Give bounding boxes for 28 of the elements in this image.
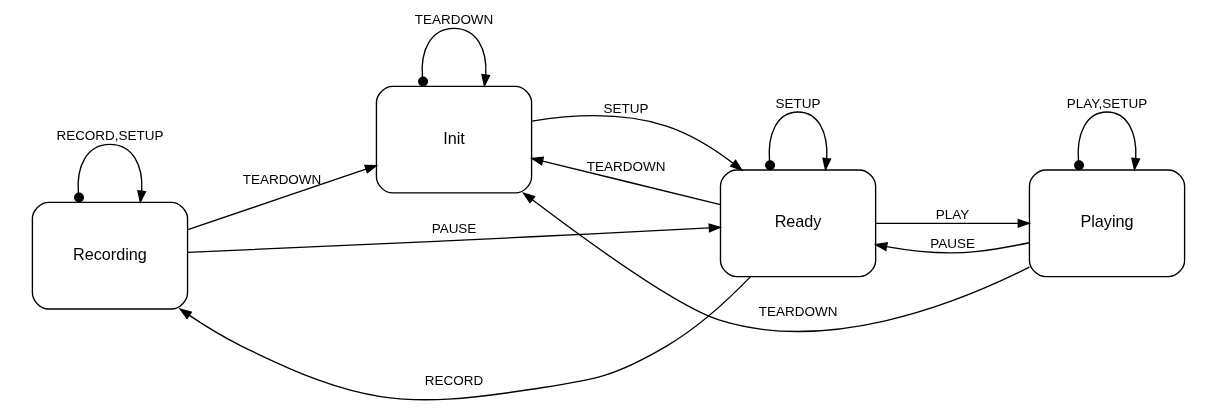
arrow: [417, 27, 490, 88]
arrow: [874, 218, 1031, 229]
arrow: [521, 191, 1030, 333]
arrow: [764, 111, 831, 172]
edge-label: RECORD: [424, 373, 483, 389]
edge-label: TEARDOWN: [586, 158, 665, 174]
arrow: [873, 242, 1030, 254]
arrow: [186, 164, 378, 231]
edge-label: PAUSE: [929, 235, 975, 251]
arrow: [1073, 111, 1140, 172]
edge-label: PLAY,SETUP: [1066, 95, 1147, 111]
edge-label: TEARDOWN: [758, 304, 837, 320]
arrow: [530, 115, 743, 172]
edge-label: PAUSE: [431, 220, 476, 236]
edge-label: TEARDOWN: [242, 172, 321, 188]
arrow: [529, 156, 721, 206]
arrow: [73, 143, 146, 204]
node-box: Ready: [719, 169, 876, 278]
edge-label: SETUP: [603, 100, 649, 116]
edge-label: RECORD,SETUP: [55, 128, 164, 144]
edge-label: SETUP: [775, 95, 821, 111]
node-box: Playing: [1028, 169, 1185, 278]
edge-label: TEARDOWN: [414, 12, 493, 28]
node-box: Recording: [31, 201, 188, 310]
arrow: [186, 223, 722, 254]
arrow: [178, 276, 751, 401]
node-box: Init: [375, 85, 532, 194]
edge-label: PLAY: [935, 207, 969, 223]
